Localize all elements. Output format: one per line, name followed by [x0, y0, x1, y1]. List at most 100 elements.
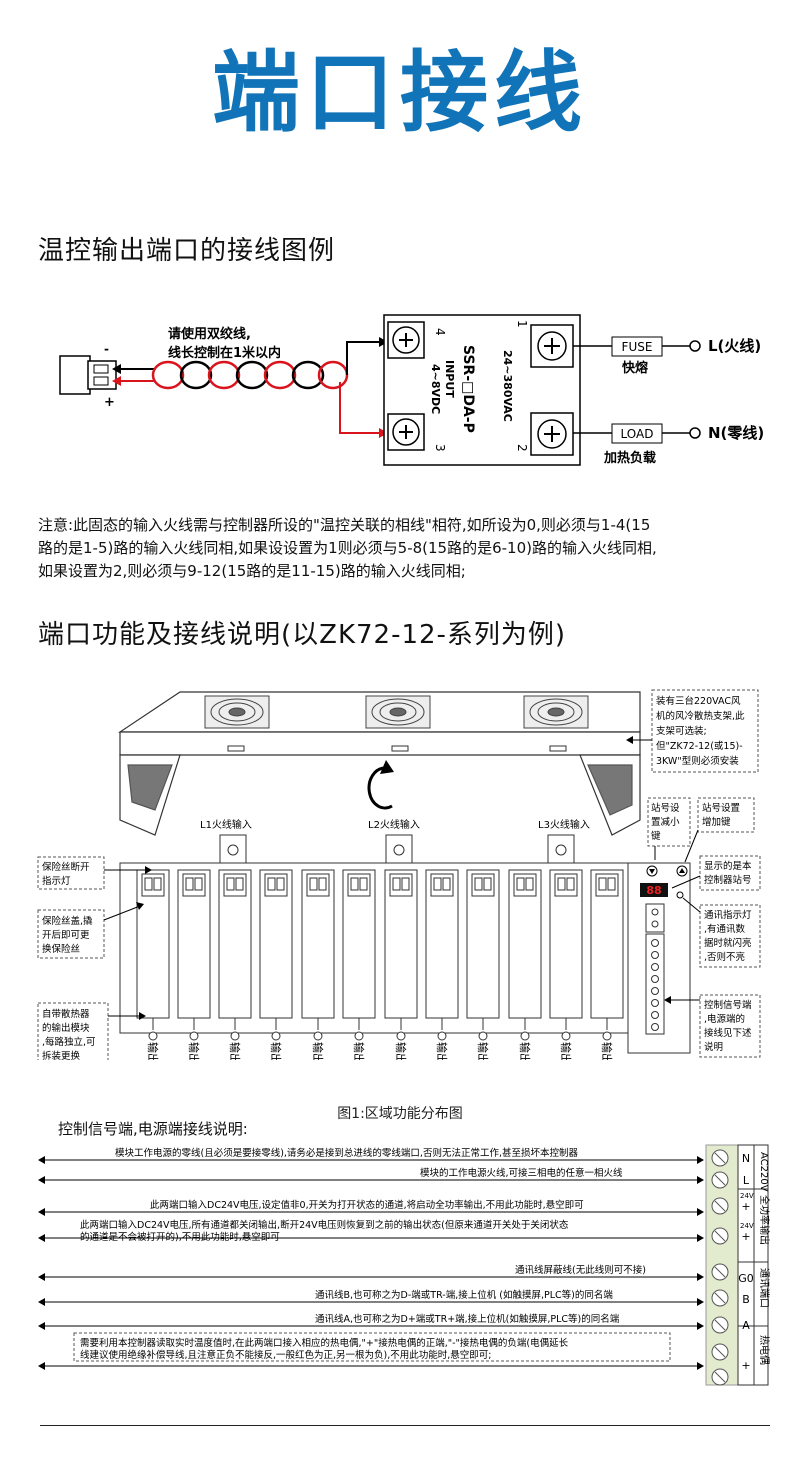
terminal-row: 需要利用本控制器读取实时温度值时,在此两端口接入相应的热电偶,"+"接热电偶的正…: [38, 1337, 704, 1370]
output-module: 输出6: [384, 869, 418, 1060]
fuse-led-note: 指示灯: [42, 875, 71, 887]
note-line: 路的是1-5)路的输入火线同相,如果设设置为1则必须与5-8(15路的是6-10…: [38, 539, 657, 557]
screw-icon: [651, 975, 659, 983]
screw-icon: [651, 987, 659, 995]
terminal-label: L: [743, 1174, 750, 1187]
station-display-value: 88: [646, 884, 661, 897]
ctrl-port-note: ,电源端的: [704, 1013, 745, 1025]
connector-plug-icon: [59, 355, 117, 395]
ssr-pin-3: 3: [433, 444, 447, 452]
fan-icon: [523, 695, 589, 729]
terminal-row: 模块工作电源的零线(且必须是要接零线),请务必是接到总进线的零线端口,否则无法正…: [38, 1147, 704, 1164]
page-title: 端口接线: [211, 41, 588, 144]
twisted-note-1: 请使用双绞线,: [168, 326, 251, 342]
group-ac220v: AC220V: [758, 1152, 769, 1192]
figure-caption: 图1:区域功能分布图: [337, 1106, 463, 1122]
output-module: 输出2: [549, 869, 583, 1060]
output-module: 输出5: [425, 869, 459, 1060]
terminal-row-text: 的通道是不会被打开的),不用此功能时,悬空即可: [80, 1231, 280, 1243]
output-label: 输出1: [600, 1042, 614, 1060]
fuse-cover-note: 换保险丝: [42, 943, 80, 955]
note-line: 如果设置为2,则必须与9-12(15路的是11-15)路的输入火线同相;: [38, 562, 466, 580]
station-inc-note: 增加键: [702, 816, 731, 828]
output-label: 输出5: [435, 1042, 449, 1060]
screw-icon: [651, 939, 659, 947]
ssr-terminal-screw-icon: [530, 412, 574, 456]
terminal-label: B: [742, 1293, 750, 1306]
station-inc-note: 站号设置: [702, 802, 740, 814]
rotate-arrow-icon: [367, 760, 394, 810]
fan-note-line: 装有三台220VAC风: [656, 695, 741, 707]
heatsink-note: ,每路独立,可: [42, 1036, 96, 1048]
terminal-row: 此两端口输入DC24V电压,所有通道都关闭输出,断开24V电压则恢复到之前的输出…: [38, 1219, 704, 1243]
terminal-row-text: 模块工作电源的零线(且必须是要接零线),请务必是接到总进线的零线端口,否则无法正…: [115, 1147, 578, 1159]
control-terminal-block: [645, 933, 665, 1035]
station-dec-note: 键: [651, 830, 661, 842]
twisted-note-2: 线长控制在1米以内: [168, 345, 281, 361]
ctrl-port-note: 接线见下述: [704, 1027, 752, 1039]
terminal-row-text: 需要利用本控制器读取实时温度值时,在此两端口接入相应的热电偶,"+"接热电偶的正…: [80, 1337, 569, 1349]
screw-icon: [651, 1023, 659, 1031]
output-module: 输出4: [466, 869, 500, 1060]
terminal-row: 通讯线B,也可称之为D-端或TR-端,接上位机 (如触摸屏,PLC等)的同名端: [38, 1289, 704, 1306]
section-port-title: 端口功能及接线说明(以ZK72-12-系列为例): [38, 620, 567, 650]
output-module: 输出10: [218, 869, 252, 1060]
terminal-row-text: 通讯线屏蔽线(无此线则可不接): [515, 1264, 646, 1276]
load-label: 加热负载: [603, 450, 656, 466]
terminal-row: 模块的工作电源火线,可接三相电的任意一相火线: [38, 1167, 704, 1184]
fuse-cover-note: 开后即可更: [42, 930, 90, 941]
output-label: 输出10: [228, 1042, 242, 1060]
ctrl-port-note: 说明: [704, 1041, 723, 1053]
fan-icon: [204, 695, 270, 729]
ssr-terminal-screw-icon: [530, 324, 574, 368]
terminal-label: +: [741, 1230, 750, 1243]
ctrl-port-note: 控制信号端: [704, 999, 752, 1011]
output-label: 输出7: [352, 1042, 366, 1060]
ssr-terminal-screw-icon: [387, 413, 425, 451]
output-module: 输出7: [342, 869, 376, 1060]
output-module: 输出1: [590, 869, 624, 1060]
live-label: L(火线): [708, 337, 761, 355]
comm-led-note: ,否则不亮: [704, 951, 745, 963]
terminal-row-text: 通讯线B,也可称之为D-端或TR-端,接上位机 (如触摸屏,PLC等)的同名端: [315, 1289, 613, 1301]
output-label: 输出9: [269, 1042, 283, 1060]
terminal-label: A: [742, 1319, 750, 1332]
comm-led-icon: [676, 891, 684, 899]
station-dec-note: 站号设: [651, 802, 680, 814]
input-l1-label: L1火线输入: [200, 818, 252, 831]
note-line: 注意:此固态的输入火线需与控制器所设的"温控关联的相线"相符,如所设为0,则必须…: [38, 516, 651, 534]
terminal-row-text: 此两端口输入DC24V电压,所有通道都关闭输出,断开24V电压则恢复到之前的输出…: [80, 1219, 569, 1231]
input-terminal-icon: [219, 834, 575, 864]
terminal-row: 此两端口输入DC24V电压,设定值非0,开关为打开状态的通道,将启动全功率输出,…: [38, 1199, 704, 1216]
fan-icon: [365, 695, 431, 729]
input-l2-label: L2火线输入: [368, 818, 420, 831]
controller-device-diagram: 装有三台220VAC风 机的风冷散热支架,此 支架可选装; 但"ZK72-12(…: [37, 689, 761, 1060]
ssr-input-label: INPUT: [443, 360, 456, 398]
ssr-pin-1: 1: [515, 320, 529, 328]
ssr-terminal-screw-icon: [387, 321, 425, 359]
comm-led-note: 通讯指示灯: [704, 909, 752, 921]
output-label: 输出12: [146, 1042, 160, 1060]
terminal-label: +: [741, 1200, 750, 1213]
screw-icon: [651, 963, 659, 971]
ssr-wiring-diagram: - + 请使用双绞线, 线长控制在1米以内: [59, 314, 764, 466]
station-display-note: 显示的是本: [704, 860, 752, 872]
screw-icon: [651, 1011, 659, 1019]
comm-led-note: ,有通讯数: [704, 923, 746, 935]
terminal-label: G0: [738, 1272, 754, 1285]
output-label: 输出2: [559, 1042, 573, 1060]
fuse-led-note: 保险丝断开: [42, 861, 90, 873]
fan-note-line: 机的风冷散热支架,此: [656, 710, 745, 722]
output-label: 输出4: [476, 1042, 490, 1060]
neutral-terminal-icon: [689, 427, 701, 439]
station-display-note: 控制器站号: [704, 874, 752, 886]
screw-icon: [651, 951, 659, 959]
terminal-row: 通讯线A,也可称之为D+端或TR+端,接上位机(如触摸屏,PLC等)的同名端: [38, 1313, 704, 1330]
station-display: [640, 883, 668, 897]
twisted-pair-wire: [151, 360, 349, 390]
ssr-output-range: 24~380VAC: [501, 350, 514, 422]
section-wiring-title: 温控输出端口的接线图例: [38, 236, 336, 266]
terminal-label: N: [742, 1152, 750, 1165]
